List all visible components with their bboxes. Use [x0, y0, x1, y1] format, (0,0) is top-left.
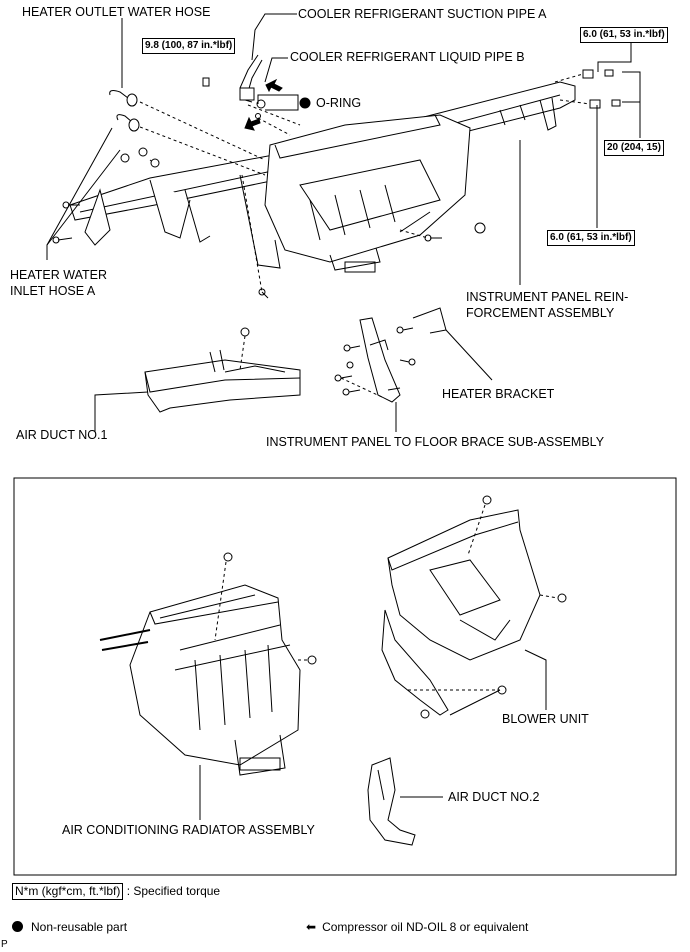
legend-torque-box: N*m (kgf*cm, ft.*lbf)	[12, 883, 124, 900]
legend-compressor-oil: ⬅ Compressor oil ND-OIL 8 or equivalent	[306, 920, 528, 935]
label-air-duct-no1: AIR DUCT NO.1	[16, 428, 108, 442]
o-ring-marker	[299, 97, 311, 109]
filled-circle-icon	[12, 921, 23, 932]
label-heater-water-inlet-hose-line1: HEATER WATER	[10, 268, 107, 282]
label-cooler-suction-pipe-a: COOLER REFRIGERANT SUCTION PIPE A	[298, 7, 547, 21]
legend-non-reusable-text: Non-reusable part	[31, 920, 128, 934]
label-heater-bracket: HEATER BRACKET	[442, 387, 555, 401]
corner-mark: P	[1, 939, 8, 950]
label-o-ring: O-RING	[316, 96, 362, 110]
label-heater-water-inlet-hose-line2: INLET HOSE A	[10, 284, 96, 298]
label-blower-unit: BLOWER UNIT	[502, 712, 589, 726]
label-ip-floor-brace: INSTRUMENT PANEL TO FLOOR BRACE SUB-ASSE…	[266, 435, 605, 449]
floor-brace	[334, 307, 493, 432]
legend-torque-desc: : Specified torque	[126, 884, 221, 898]
label-cooler-liquid-pipe-b: COOLER REFRIGERANT LIQUID PIPE B	[290, 50, 525, 64]
label-heater-outlet-water-hose: HEATER OUTLET WATER HOSE	[22, 5, 211, 19]
ac-radiator-assembly	[99, 552, 317, 820]
label-ip-reinforcement-line1: INSTRUMENT PANEL REIN-	[466, 290, 629, 304]
blower-unit	[381, 495, 567, 719]
label-ac-radiator-assembly: AIR CONDITIONING RADIATOR ASSEMBLY	[62, 823, 315, 837]
label-ip-reinforcement-line2: FORCEMENT ASSEMBLY	[466, 306, 615, 320]
cooler-pipes	[238, 54, 301, 136]
detail-frame	[13, 477, 677, 876]
torque-20: 20 (204, 15)	[604, 140, 664, 156]
leader-lines-top	[46, 13, 641, 285]
air-duct-no1	[94, 327, 301, 432]
torque-9-8: 9.8 (100, 87 in.*lbf)	[142, 38, 236, 54]
air-duct-no2	[367, 757, 443, 846]
legend-compressor-oil-text: Compressor oil ND-OIL 8 or equivalent	[322, 920, 529, 934]
bolts-top	[52, 69, 621, 299]
heater-unit-top	[264, 114, 471, 273]
torque-6-0-bottom: 6.0 (61, 53 in.*lbf)	[547, 230, 635, 246]
legend-non-reusable: Non-reusable part	[12, 920, 127, 935]
torque-6-0-top: 6.0 (61, 53 in.*lbf)	[580, 27, 668, 43]
oil-arrows	[244, 78, 283, 131]
legend-torque: N*m (kgf*cm, ft.*lbf) : Specified torque	[12, 883, 220, 900]
heater-hoses	[109, 90, 266, 176]
label-air-duct-no2: AIR DUCT NO.2	[448, 790, 540, 804]
left-arrow-icon: ⬅	[306, 920, 317, 934]
